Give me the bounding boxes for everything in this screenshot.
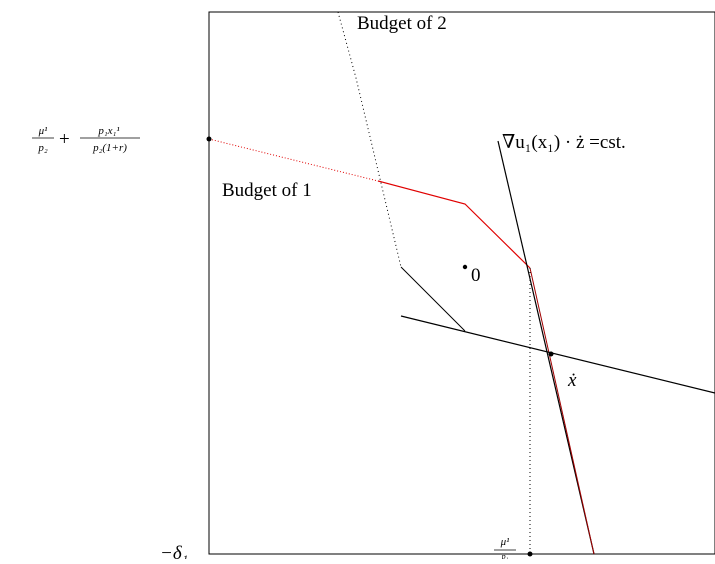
origin-label: 0: [471, 265, 481, 286]
y-intercept-b-denominator: p₂(1+r): [92, 142, 127, 154]
neg-delta-label: −δ₁: [160, 543, 188, 559]
gradient-level-label: ∇u₁(x₁) · ż =cst.: [502, 132, 626, 153]
x-dot-label: ẋ: [567, 370, 577, 391]
gradient-level-line-red-overlay: [529, 267, 595, 555]
y-intercept-point: [206, 136, 212, 142]
budget-2-solid-segment: [400, 266, 466, 332]
x-intercept-label: μ¹ p₁: [494, 536, 516, 561]
x-intercept-denominator: p₁: [501, 552, 509, 559]
gradient-level-line: [497, 140, 595, 555]
budget-1-solid-segment: [377, 180, 531, 269]
x-dot-point: [548, 351, 554, 357]
tangent-line: [400, 315, 715, 394]
x-intercept-numerator: μ¹: [500, 536, 510, 548]
y-intercept-label: μ¹ p₂ + p₁x₁¹ p₂(1+r): [32, 125, 140, 154]
budget-1-label: Budget of 1: [222, 180, 312, 201]
plus-sign: +: [59, 129, 70, 150]
plot-frame: [208, 11, 715, 555]
budget-2-label: Budget of 2: [357, 13, 447, 34]
y-intercept-a-numerator: μ¹: [38, 125, 48, 137]
x-intercept-point: [527, 551, 533, 557]
y-intercept-b-numerator: p₁x₁¹: [97, 125, 119, 137]
budget-1-dotted-segment: [208, 138, 379, 182]
budget-2-dotted-segment: [337, 11, 402, 268]
origin-point: [462, 264, 468, 270]
y-intercept-a-denominator: p₂: [37, 142, 48, 154]
